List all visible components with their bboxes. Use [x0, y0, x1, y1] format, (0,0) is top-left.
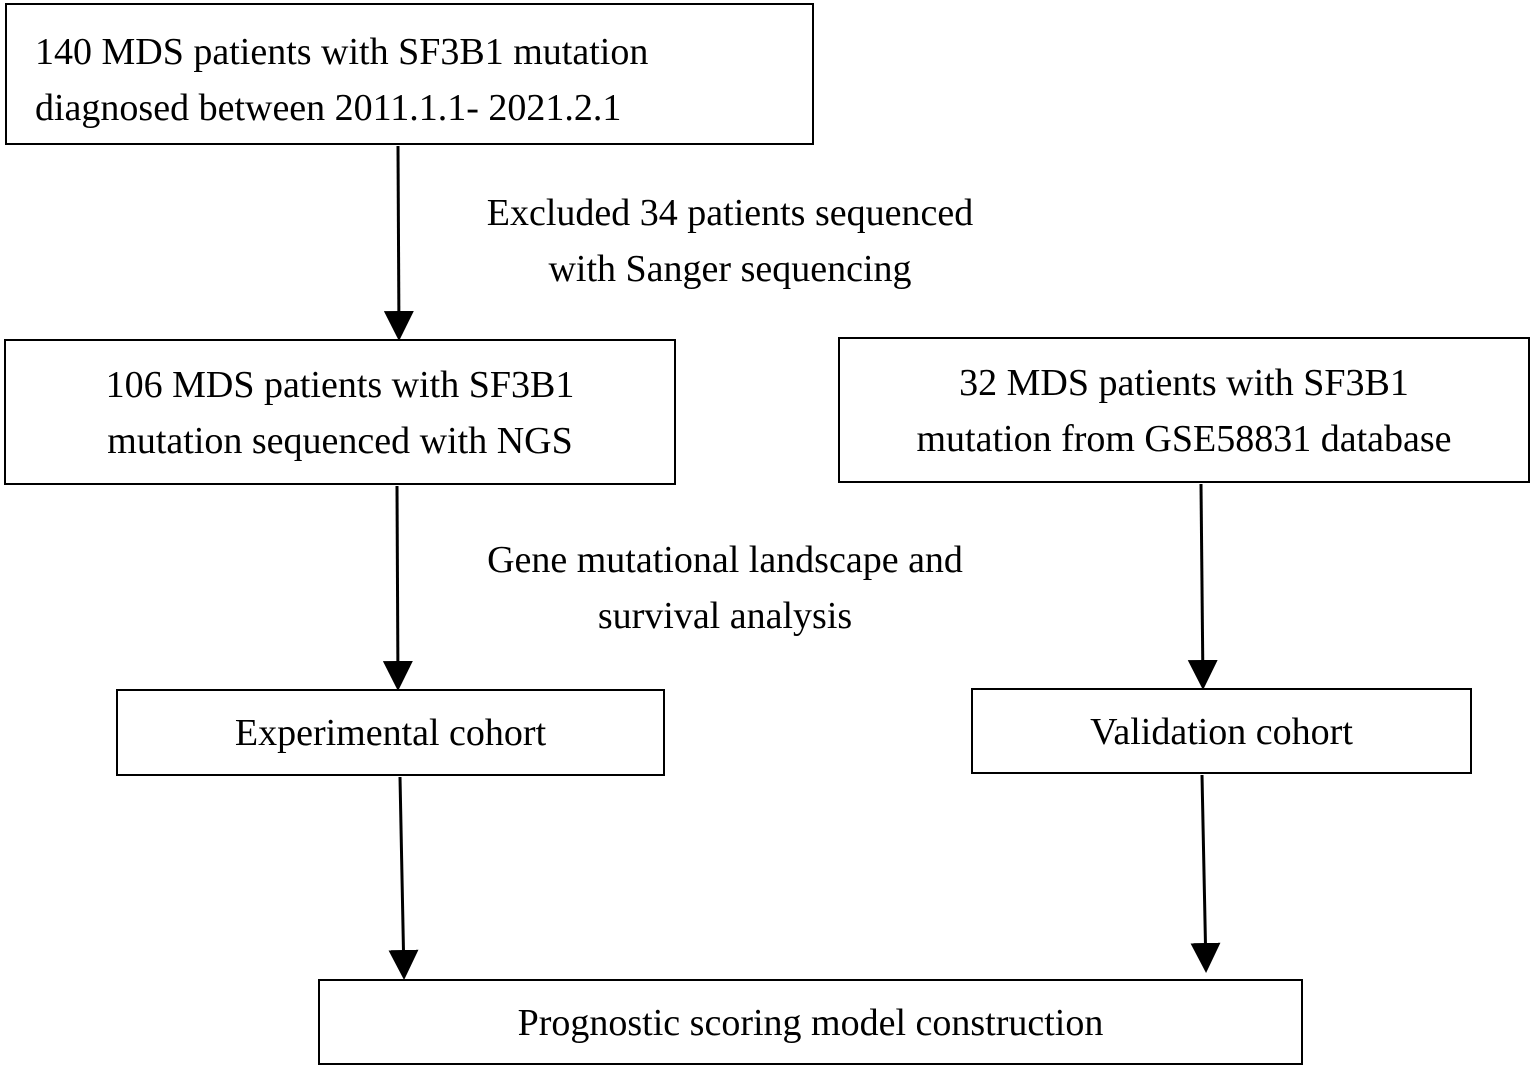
- box-experimental-cohort: Experimental cohort: [116, 689, 665, 776]
- box-model-construction: Prognostic scoring model construction: [318, 979, 1303, 1065]
- arrow-start-to-ngs: [383, 145, 414, 341]
- arrow-experimental-to-model: [388, 776, 419, 980]
- note-analysis-line-1: Gene mutational landscape and: [487, 539, 963, 581]
- box-start-line-2: diagnosed between 2011.1.1- 2021.2.1: [35, 87, 622, 129]
- box-start-line-1: 140 MDS patients with SF3B1 mutation: [35, 31, 649, 73]
- note-exclusion-line-1: Excluded 34 patients sequenced: [486, 192, 974, 234]
- box-start-population: 140 MDS patients with SF3B1 mutation dia…: [5, 3, 814, 145]
- arrow-geo-to-validation: [1187, 483, 1218, 690]
- arrow-ngs-to-experimental: [382, 485, 413, 691]
- note-exclusion: Excluded 34 patients sequenced with Sang…: [440, 185, 1020, 297]
- box-ngs-line-2: mutation sequenced with NGS: [107, 420, 573, 462]
- box-ngs-line-1: 106 MDS patients with SF3B1: [105, 364, 575, 406]
- box-validation-label: Validation cohort: [1090, 711, 1353, 753]
- box-geo-line-2: mutation from GSE58831 database: [916, 418, 1452, 460]
- box-experimental-label: Experimental cohort: [234, 712, 547, 754]
- box-geo-cohort: 32 MDS patients with SF3B1 mutation from…: [838, 337, 1530, 483]
- note-exclusion-line-2: with Sanger sequencing: [548, 248, 912, 290]
- box-ngs-cohort: 106 MDS patients with SF3B1 mutation seq…: [4, 339, 676, 485]
- box-model-label: Prognostic scoring model construction: [517, 1002, 1104, 1044]
- box-validation-cohort: Validation cohort: [971, 688, 1472, 774]
- note-analysis-line-2: survival analysis: [597, 595, 853, 637]
- box-geo-line-1: 32 MDS patients with SF3B1: [959, 362, 1409, 404]
- arrow-validation-to-model: [1190, 774, 1221, 973]
- note-analysis: Gene mutational landscape and survival a…: [430, 532, 1020, 644]
